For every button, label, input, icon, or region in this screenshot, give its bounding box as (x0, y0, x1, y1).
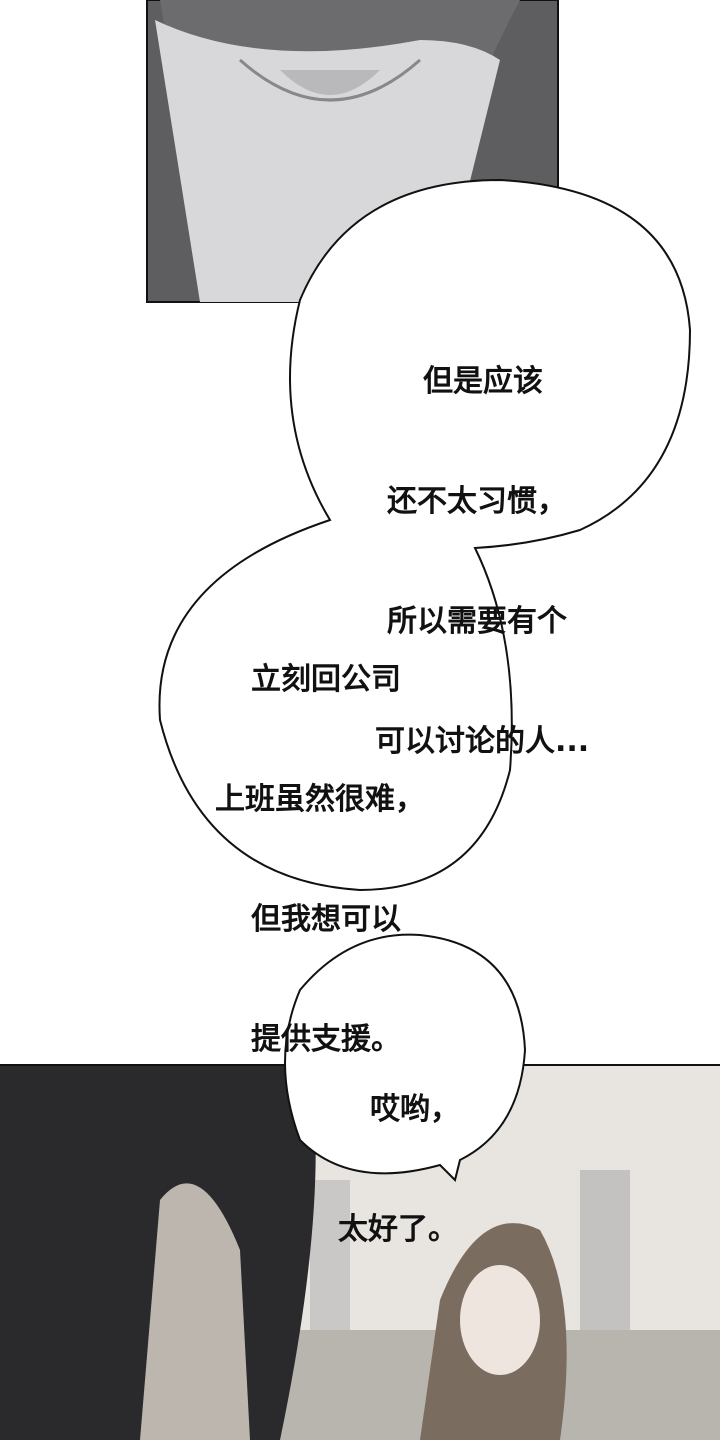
bubble-2-line: 但我想可以 (251, 902, 401, 937)
bubble-3-line: 哎哟， (370, 1092, 460, 1127)
bubble-2-line: 上班虽然很难， (215, 782, 425, 817)
speech-bubbles (158, 178, 692, 1182)
bubble-1-line: 但是应该 (423, 364, 543, 399)
bubble-1-line: 还不太习惯， (387, 484, 567, 519)
bubble-1-line: 可以讨论的人... (375, 724, 590, 759)
bubble-1-text: 但是应该 还不太习惯， 所以需要有个 可以讨论的人... (375, 282, 589, 802)
bubble-3-text: 哎哟， 太好了。 (338, 1010, 460, 1290)
bubble-2-line: 立刻回公司 (251, 662, 401, 697)
bubble-2-text: 立刻回公司 上班虽然很难， 但我想可以 提供支援。 (215, 580, 425, 1100)
bubble-2-line: 提供支援。 (251, 1022, 401, 1057)
bubble-3-line: 太好了。 (338, 1212, 458, 1247)
bubble-1-line: 所以需要有个 (387, 604, 567, 639)
